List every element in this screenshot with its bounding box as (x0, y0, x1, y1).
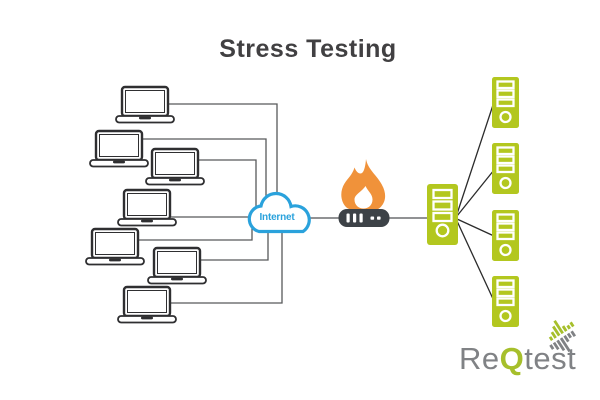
logo-mark-icon (548, 320, 577, 353)
connector-line (122, 228, 253, 241)
server-link-line (456, 218, 495, 237)
router-body (338, 209, 390, 227)
target-server-icon (490, 75, 521, 130)
logo-text-re: Re (459, 341, 500, 376)
connector-line (150, 103, 278, 200)
flame-outer (341, 159, 386, 212)
internet-cloud: Internet (247, 191, 311, 234)
target-server-icon (490, 141, 521, 196)
laptop-icon (84, 227, 146, 266)
server-link-line (456, 169, 495, 217)
reqtest-logo: ReQtest (459, 320, 577, 376)
connector-line (124, 138, 267, 205)
cloud-label: Internet (259, 212, 295, 223)
flame-inner-glow (354, 186, 373, 209)
laptop-icon (146, 246, 208, 285)
server-link-line (456, 220, 495, 302)
laptop-icon (114, 85, 176, 124)
connector-line (184, 229, 269, 261)
connector-line (182, 159, 257, 215)
target-server-icon (490, 208, 521, 263)
laptop-icon (88, 129, 150, 168)
laptop-icon (116, 285, 178, 324)
server-link-lines (456, 101, 495, 302)
laptop-icon (144, 147, 206, 186)
logo-text: ReQtest (459, 341, 576, 376)
client-laptops (84, 85, 208, 324)
server-link-line (456, 101, 495, 215)
logo-text-test: test (524, 341, 576, 376)
page-title: Stress Testing (219, 35, 396, 63)
connector-line (154, 229, 283, 304)
flame-icon (341, 159, 386, 212)
main-server-icon (427, 184, 458, 245)
router-icon (338, 209, 390, 227)
laptop-icon (116, 188, 178, 227)
client-connector-lines (122, 103, 283, 304)
target-server-icon (490, 274, 521, 329)
logo-text-q: Q (500, 341, 525, 376)
cloud-icon (247, 191, 311, 234)
target-servers (490, 75, 521, 329)
